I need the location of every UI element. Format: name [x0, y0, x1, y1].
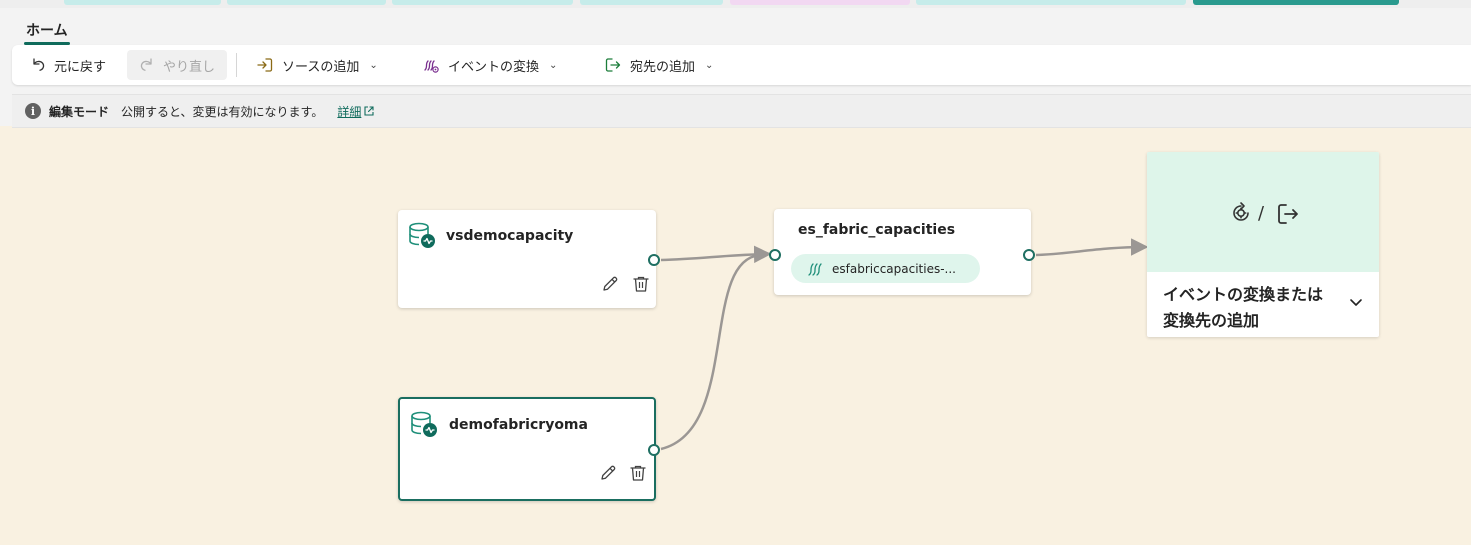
add-source-label: ソースの追加: [282, 59, 360, 75]
destination-card-label: イベントの変換または 変換先の追加: [1163, 285, 1324, 330]
edit-pencil-icon[interactable]: [598, 463, 618, 483]
add-transform-or-destination-card[interactable]: / イベントの変換または 変換先の追加: [1147, 152, 1379, 337]
undo-icon: [33, 58, 45, 71]
stream-output-port[interactable]: [1023, 249, 1035, 261]
stream-pill-label: esfabriccapacities-...: [832, 261, 956, 276]
source-node-vsdemocapacity[interactable]: vsdemocapacity: [398, 210, 656, 308]
chevron-down-icon: ⌄: [705, 59, 714, 71]
sign-in-icon: [257, 58, 273, 72]
delete-trash-icon[interactable]: [631, 274, 651, 294]
tab-home[interactable]: ホーム: [26, 23, 68, 39]
undo-button[interactable]: 元に戻す: [20, 50, 114, 80]
add-destination-button[interactable]: 宛先の追加 ⌄: [596, 50, 721, 80]
source-node-title: demofabricryoma: [449, 417, 588, 433]
source-node-title: vsdemocapacity: [446, 228, 574, 244]
gear-refresh-icon: [1233, 202, 1249, 221]
top-tab-strip: [0, 0, 1471, 8]
chevron-down-icon: ⌄: [549, 59, 558, 71]
add-destination-label: 宛先の追加: [630, 59, 696, 75]
toolbar: 元に戻す やり直し ソースの追加 ⌄ イベントの変換 ⌄ 宛先の追加 ⌄: [12, 45, 1471, 85]
database-pulse-icon: [411, 411, 437, 437]
transform-events-button[interactable]: イベントの変換 ⌄: [414, 50, 565, 80]
source-node-demofabricryoma[interactable]: demofabricryoma: [398, 397, 656, 501]
external-link-icon: [364, 106, 374, 116]
eventstream-node[interactable]: es_fabric_capacities esfabriccapacities-…: [774, 209, 1031, 295]
chevron-down-icon: ⌄: [369, 59, 378, 71]
database-pulse-icon: [409, 222, 435, 248]
strip-tab-active[interactable]: [1193, 0, 1399, 5]
source2-output-port[interactable]: [648, 444, 660, 456]
redo-icon: [140, 58, 152, 71]
sparkle-wave-icon: [424, 60, 439, 73]
strip-tab[interactable]: [730, 0, 910, 5]
eventstream-title: es_fabric_capacities: [798, 222, 956, 238]
strip-tab[interactable]: [916, 0, 1186, 5]
transform-events-label: イベントの変換: [448, 59, 540, 75]
edit-pencil-icon[interactable]: [600, 274, 620, 294]
strip-tab[interactable]: [64, 0, 221, 5]
tab-home-underline: [24, 42, 70, 45]
info-icon: i: [25, 103, 41, 119]
edge-source2-to-stream: [660, 253, 761, 451]
destination-card-header: /: [1147, 152, 1379, 272]
banner-message: 公開すると、変更は有効になります。: [121, 104, 324, 119]
edit-mode-banner: i 編集モード 公開すると、変更は有効になります。 詳細: [12, 94, 1471, 128]
source1-output-port[interactable]: [648, 254, 660, 266]
stream-input-port[interactable]: [769, 249, 781, 261]
add-source-button[interactable]: ソースの追加 ⌄: [248, 50, 386, 80]
stream-icon: [808, 262, 822, 276]
strip-tab[interactable]: [392, 0, 573, 5]
icon-separator: /: [1258, 203, 1265, 224]
banner-title: 編集モード: [49, 104, 110, 119]
redo-button[interactable]: やり直し: [127, 50, 228, 80]
redo-label: やり直し: [163, 59, 216, 75]
edge-stream-to-destination: [1035, 238, 1149, 257]
stream-pill[interactable]: esfabriccapacities-...: [791, 254, 980, 283]
sign-out-icon: [1278, 204, 1298, 224]
chevron-down-icon[interactable]: [1348, 294, 1364, 310]
strip-tab[interactable]: [580, 0, 723, 5]
strip-tab[interactable]: [227, 0, 386, 5]
learn-more-link[interactable]: 詳細: [337, 104, 362, 119]
undo-label: 元に戻す: [54, 59, 107, 75]
sign-out-icon: [605, 58, 621, 72]
delete-trash-icon[interactable]: [628, 463, 648, 483]
edge-source1-to-stream: [660, 245, 772, 264]
toolbar-divider: [236, 53, 237, 77]
